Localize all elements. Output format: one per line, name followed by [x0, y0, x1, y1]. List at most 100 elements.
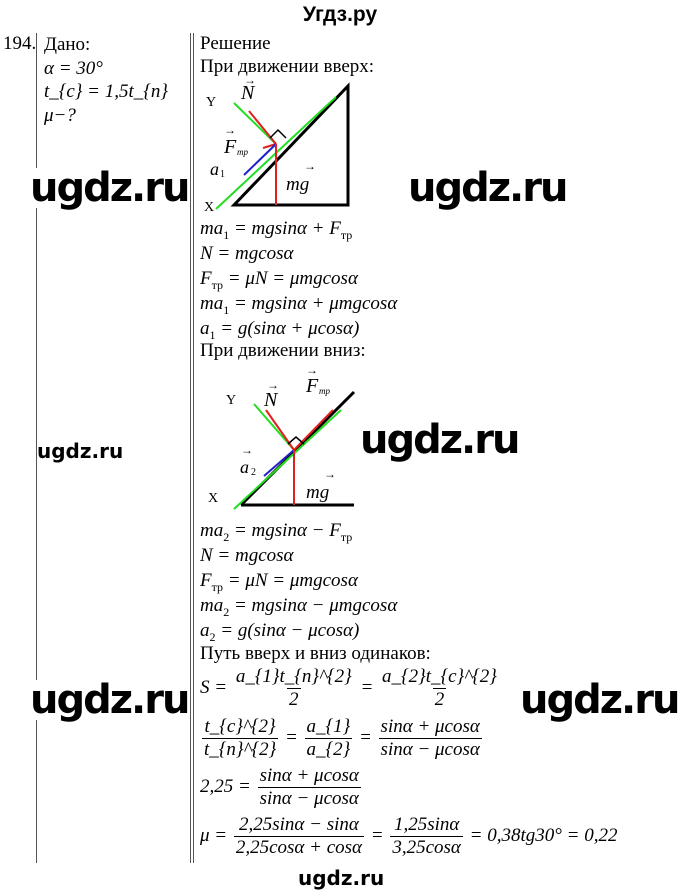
- math-segment: =: [356, 677, 378, 698]
- x-axis-line: [233, 409, 342, 510]
- incline: [230, 82, 350, 207]
- math-segment: ma1 = mgsinα + Fтр: [200, 218, 353, 242]
- math-segment: μ =: [200, 825, 232, 846]
- denominator: 2: [287, 688, 301, 711]
- accel-label: a: [210, 159, 219, 179]
- math-text: = mgsinα + μmgcosα: [229, 293, 398, 314]
- math-segment: t_{с} = 1,5t_{п}: [44, 81, 168, 102]
- subscript: тр: [340, 529, 353, 544]
- normal-vector: [265, 409, 295, 451]
- math-segment: ma2 = mgsinα − μmgcosα: [200, 595, 398, 619]
- denominator: sinα − μcosα: [257, 787, 361, 810]
- math-segment: ma1 = mgsinα + μmgcosα: [200, 293, 398, 317]
- watermark: ugdz.ru: [298, 866, 385, 890]
- math-text: sinα − μcosα: [380, 739, 480, 760]
- subscript: тр: [211, 579, 223, 594]
- math-text: = g(sinα + μcosα): [215, 318, 360, 339]
- friction-subscript: тр: [319, 386, 330, 396]
- right-angle-mark: [269, 128, 287, 139]
- accel-subscript: 2: [251, 467, 256, 478]
- fraction: a_{1}a_{2}: [304, 716, 353, 761]
- math-text: 2,25cosα + cosα: [235, 837, 363, 858]
- denominator: a_{2}: [304, 738, 353, 760]
- math-text: = μN = μmgcosα: [223, 570, 358, 591]
- subscript: тр: [340, 227, 353, 242]
- math-segment: a1 = g(sinα + μcosα): [200, 318, 360, 341]
- math-text: 1,25sinα: [393, 814, 460, 835]
- accel-vector: [243, 143, 277, 176]
- math-text: ma: [200, 293, 224, 314]
- math-text: =: [280, 726, 303, 748]
- equation-line: N = mgcosα: [200, 545, 294, 567]
- fraction: a_{1}t_{п}^{2}2: [234, 666, 354, 711]
- numerator: sinα + μcosα: [379, 716, 482, 738]
- math-text: sinα − μcosα: [259, 788, 359, 809]
- math-segment: μ−?: [44, 105, 76, 126]
- denominator: sinα − μcosα: [378, 738, 482, 761]
- down-heading: При движении вниз:: [200, 340, 366, 361]
- denominator: 3,25cosα: [390, 836, 463, 859]
- accel-vector: [263, 449, 295, 477]
- equation-line: Fтр = μN = μmgcosα: [200, 570, 358, 594]
- math-text: 2,25 =: [200, 775, 256, 797]
- math-segment: N = mgcosα: [200, 243, 294, 264]
- math-text: sinα + μcosα: [380, 716, 480, 737]
- numerator: a_{1}: [306, 716, 351, 737]
- given-line: α = 30°: [44, 57, 168, 81]
- column-divider: [36, 33, 37, 863]
- math-text: ma: [200, 218, 224, 239]
- math-text: 2: [289, 689, 299, 710]
- subscript: тр: [211, 277, 223, 292]
- math-segment: Fтр = μN = μmgcosα: [200, 268, 358, 292]
- denominator: 2,25cosα + cosα: [233, 836, 365, 859]
- math-text: 2,25sinα − sinα: [239, 814, 359, 835]
- watermark: ugdz.ru: [37, 439, 124, 463]
- math-segment: α = 30°: [44, 58, 103, 79]
- math-text: = μN = μmgcosα: [223, 268, 358, 289]
- watermark: ugdz.ru: [30, 677, 190, 723]
- math-text: = mgsinα − F: [229, 520, 341, 541]
- watermark: ugdz.ru: [408, 165, 568, 211]
- math-text: = g(sinα − μcosα): [215, 620, 360, 641]
- gravity-label: mg: [306, 482, 329, 503]
- math-text: μ−?: [44, 104, 76, 126]
- watermark: ugdz.ru: [360, 417, 520, 463]
- math-text: = mgsinα + F: [229, 218, 341, 239]
- math-segment: = 0,38tg30° = 0,22: [465, 825, 618, 846]
- math-segment: =: [366, 825, 388, 846]
- fraction: a_{2}t_{с}^{2}2: [380, 666, 499, 711]
- vector-arrow: →: [244, 78, 256, 87]
- math-text: 2: [434, 689, 445, 710]
- watermark: ugdz.ru: [30, 165, 190, 211]
- solution-label: Решение: [200, 33, 271, 54]
- math-text: ma: [200, 595, 224, 616]
- diagram-up: Y X N → F тр → a 1 mg →: [204, 78, 350, 213]
- column-divider: [190, 33, 191, 863]
- vector-arrow: →: [306, 363, 318, 377]
- math-text: 3,25cosα: [392, 837, 461, 858]
- friction-subscript: тр: [237, 147, 248, 157]
- numerator: 2,25sinα − sinα: [237, 814, 361, 836]
- math-segment: a2 = g(sinα − μcosα): [200, 620, 360, 644]
- math-segment: ma2 = mgsinα − Fтр: [200, 520, 353, 544]
- subscript: 1: [223, 302, 230, 317]
- site-title: Угдз.ру: [302, 3, 378, 26]
- normal-label: N: [263, 389, 279, 411]
- subscript: 2: [223, 604, 230, 619]
- accel-label: a: [240, 457, 249, 477]
- math-text: a: [200, 318, 210, 339]
- equation-line: Fтр = μN = μmgcosα: [200, 268, 358, 292]
- column-divider: [193, 33, 194, 863]
- math-segment: 2,25 =: [200, 776, 256, 797]
- right-angle-mark: [287, 436, 305, 445]
- given-label: Дано:: [44, 34, 91, 55]
- normal-vector: [248, 110, 277, 145]
- math-text: = mgsinα − μmgcosα: [229, 595, 398, 616]
- equation-line: ma1 = mgsinα + μmgcosα: [200, 293, 398, 317]
- subscript: 1: [223, 227, 230, 242]
- fraction: t_{с}^{2}t_{п}^{2}: [202, 716, 279, 761]
- y-axis-line: [233, 102, 277, 145]
- diagram-down: Y X N → F тр → a 2 → mg →: [208, 363, 356, 510]
- math-text: =: [354, 726, 377, 748]
- subscript: 2: [209, 629, 216, 644]
